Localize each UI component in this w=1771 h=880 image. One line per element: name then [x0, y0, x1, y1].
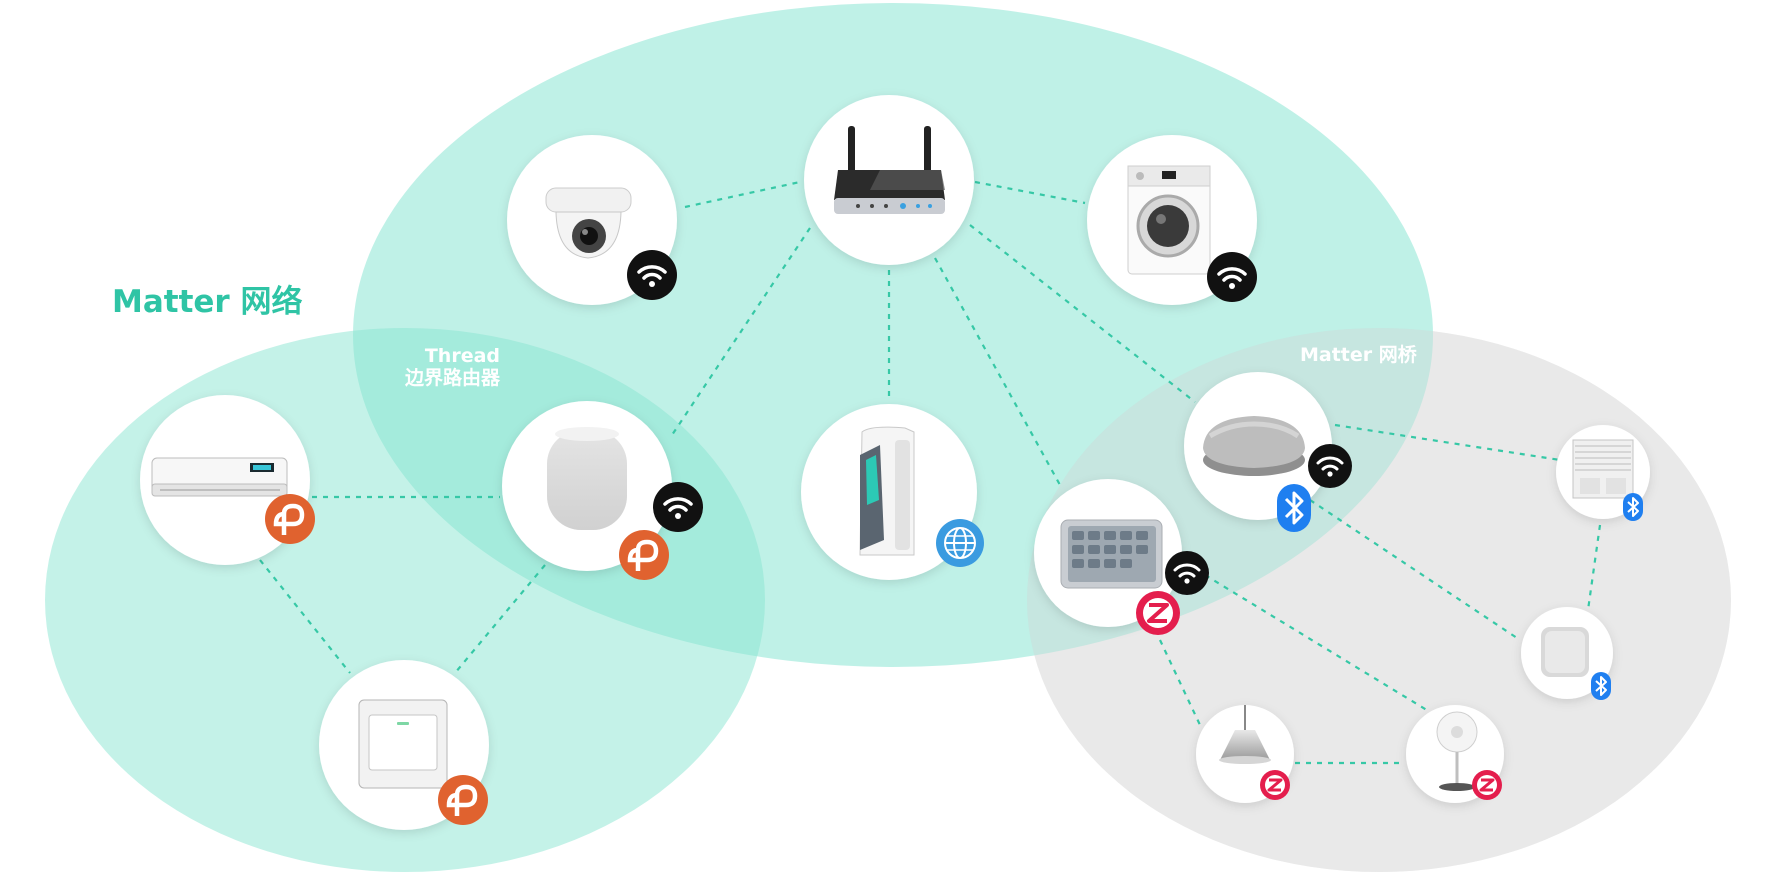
thread-icon	[438, 775, 488, 825]
link-speaker-switch	[454, 564, 546, 674]
air-purifier-icon	[859, 426, 915, 556]
link-ac-switch	[259, 559, 351, 674]
matter-network-label: Matter 网络	[112, 284, 303, 320]
wifi-icon	[1308, 444, 1352, 488]
wall-switch-icon	[358, 699, 448, 789]
zigbee-icon	[1472, 770, 1502, 800]
link-nest-blind	[1334, 423, 1561, 462]
links	[259, 180, 1602, 765]
link-router-washer	[974, 180, 1086, 205]
link-router-nest	[969, 224, 1196, 403]
wifi-icon	[1207, 252, 1257, 302]
tablet-icon	[1060, 519, 1163, 589]
bluetooth-icon	[1277, 484, 1311, 532]
window-blind-icon	[1572, 439, 1634, 499]
link-router-speaker	[669, 227, 811, 439]
thread-label-line2: 边界路由器	[405, 367, 501, 389]
ethernet-globe-icon	[936, 519, 984, 567]
router-icon	[834, 126, 945, 214]
bluetooth-icon	[1591, 672, 1611, 700]
thermostat-icon	[1541, 627, 1589, 677]
bluetooth-icon	[1623, 493, 1643, 521]
smart-speaker-icon	[547, 427, 627, 530]
wifi-icon	[653, 482, 703, 532]
faint-caption: Matter 网桥子设备	[1555, 288, 1748, 312]
zigbee-icon	[1260, 770, 1290, 800]
washing-machine-icon	[1127, 165, 1211, 275]
zigbee-icon	[1136, 591, 1180, 635]
wifi-icon	[1165, 551, 1209, 595]
security-camera-icon	[545, 187, 632, 259]
thread-icon	[619, 530, 669, 580]
thread-border-router-label: Thread 边界路由器	[405, 345, 500, 389]
thread-label-line1: Thread	[424, 345, 501, 367]
nest-mini-icon	[1203, 416, 1305, 476]
air-conditioner-icon	[151, 457, 288, 497]
link-nest-thermostat	[1309, 499, 1521, 641]
badges	[265, 250, 1643, 825]
pendant-lamp-icon	[1219, 705, 1271, 764]
link-blind-thermostat	[1586, 524, 1602, 611]
thread-icon	[265, 494, 315, 544]
wifi-icon	[627, 250, 677, 300]
link-tablet-lamp	[1159, 639, 1201, 726]
matter-bridge-label: Matter 网桥	[1300, 344, 1417, 366]
link-router-camera	[684, 180, 801, 209]
standing-fan-icon	[1436, 711, 1478, 791]
